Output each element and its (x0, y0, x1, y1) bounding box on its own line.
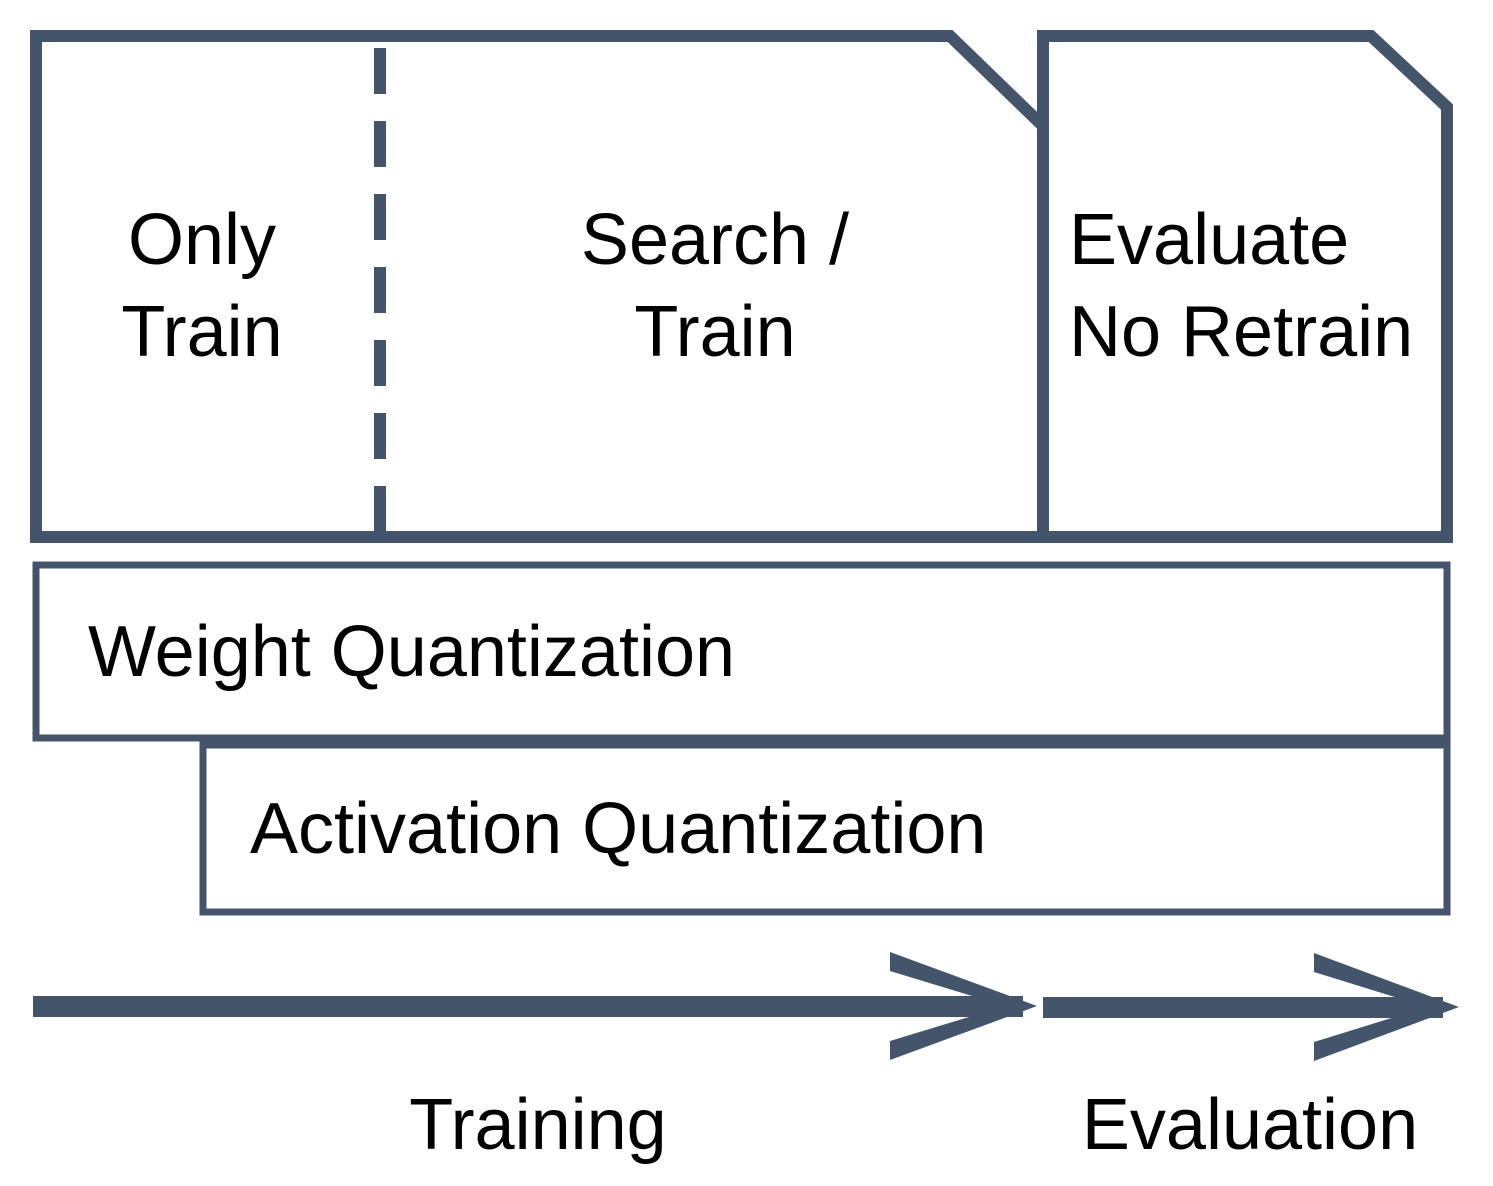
training-phase-label: Training (409, 1085, 667, 1165)
evaluate-no-retrain-label: Evaluate No Retrain (1069, 200, 1414, 372)
only-train-label: Only Train (121, 200, 283, 372)
search-train-label: Search / Train (580, 200, 850, 372)
evaluation-arrow (1043, 953, 1459, 1061)
evaluation-arrow-shaft (1043, 997, 1443, 1018)
outlined-shapes (30, 30, 1453, 916)
training-arrowhead-icon (890, 952, 1037, 1060)
evaluation-phase-label: Evaluation (1081, 1085, 1419, 1165)
timeline-arrows (33, 952, 1459, 1061)
training-arrow (33, 952, 1037, 1060)
weight-quantization-label: Weight Quantization (88, 611, 736, 692)
activation-quantization-label: Activation Quantization (250, 788, 987, 869)
weight-quantization-bar (32, 561, 1451, 742)
training-arrow-shaft (33, 996, 1023, 1017)
activation-quantization-bar (199, 741, 1451, 916)
evaluation-arrowhead-icon (1314, 953, 1459, 1061)
evaluate-phase-box (1037, 30, 1453, 543)
